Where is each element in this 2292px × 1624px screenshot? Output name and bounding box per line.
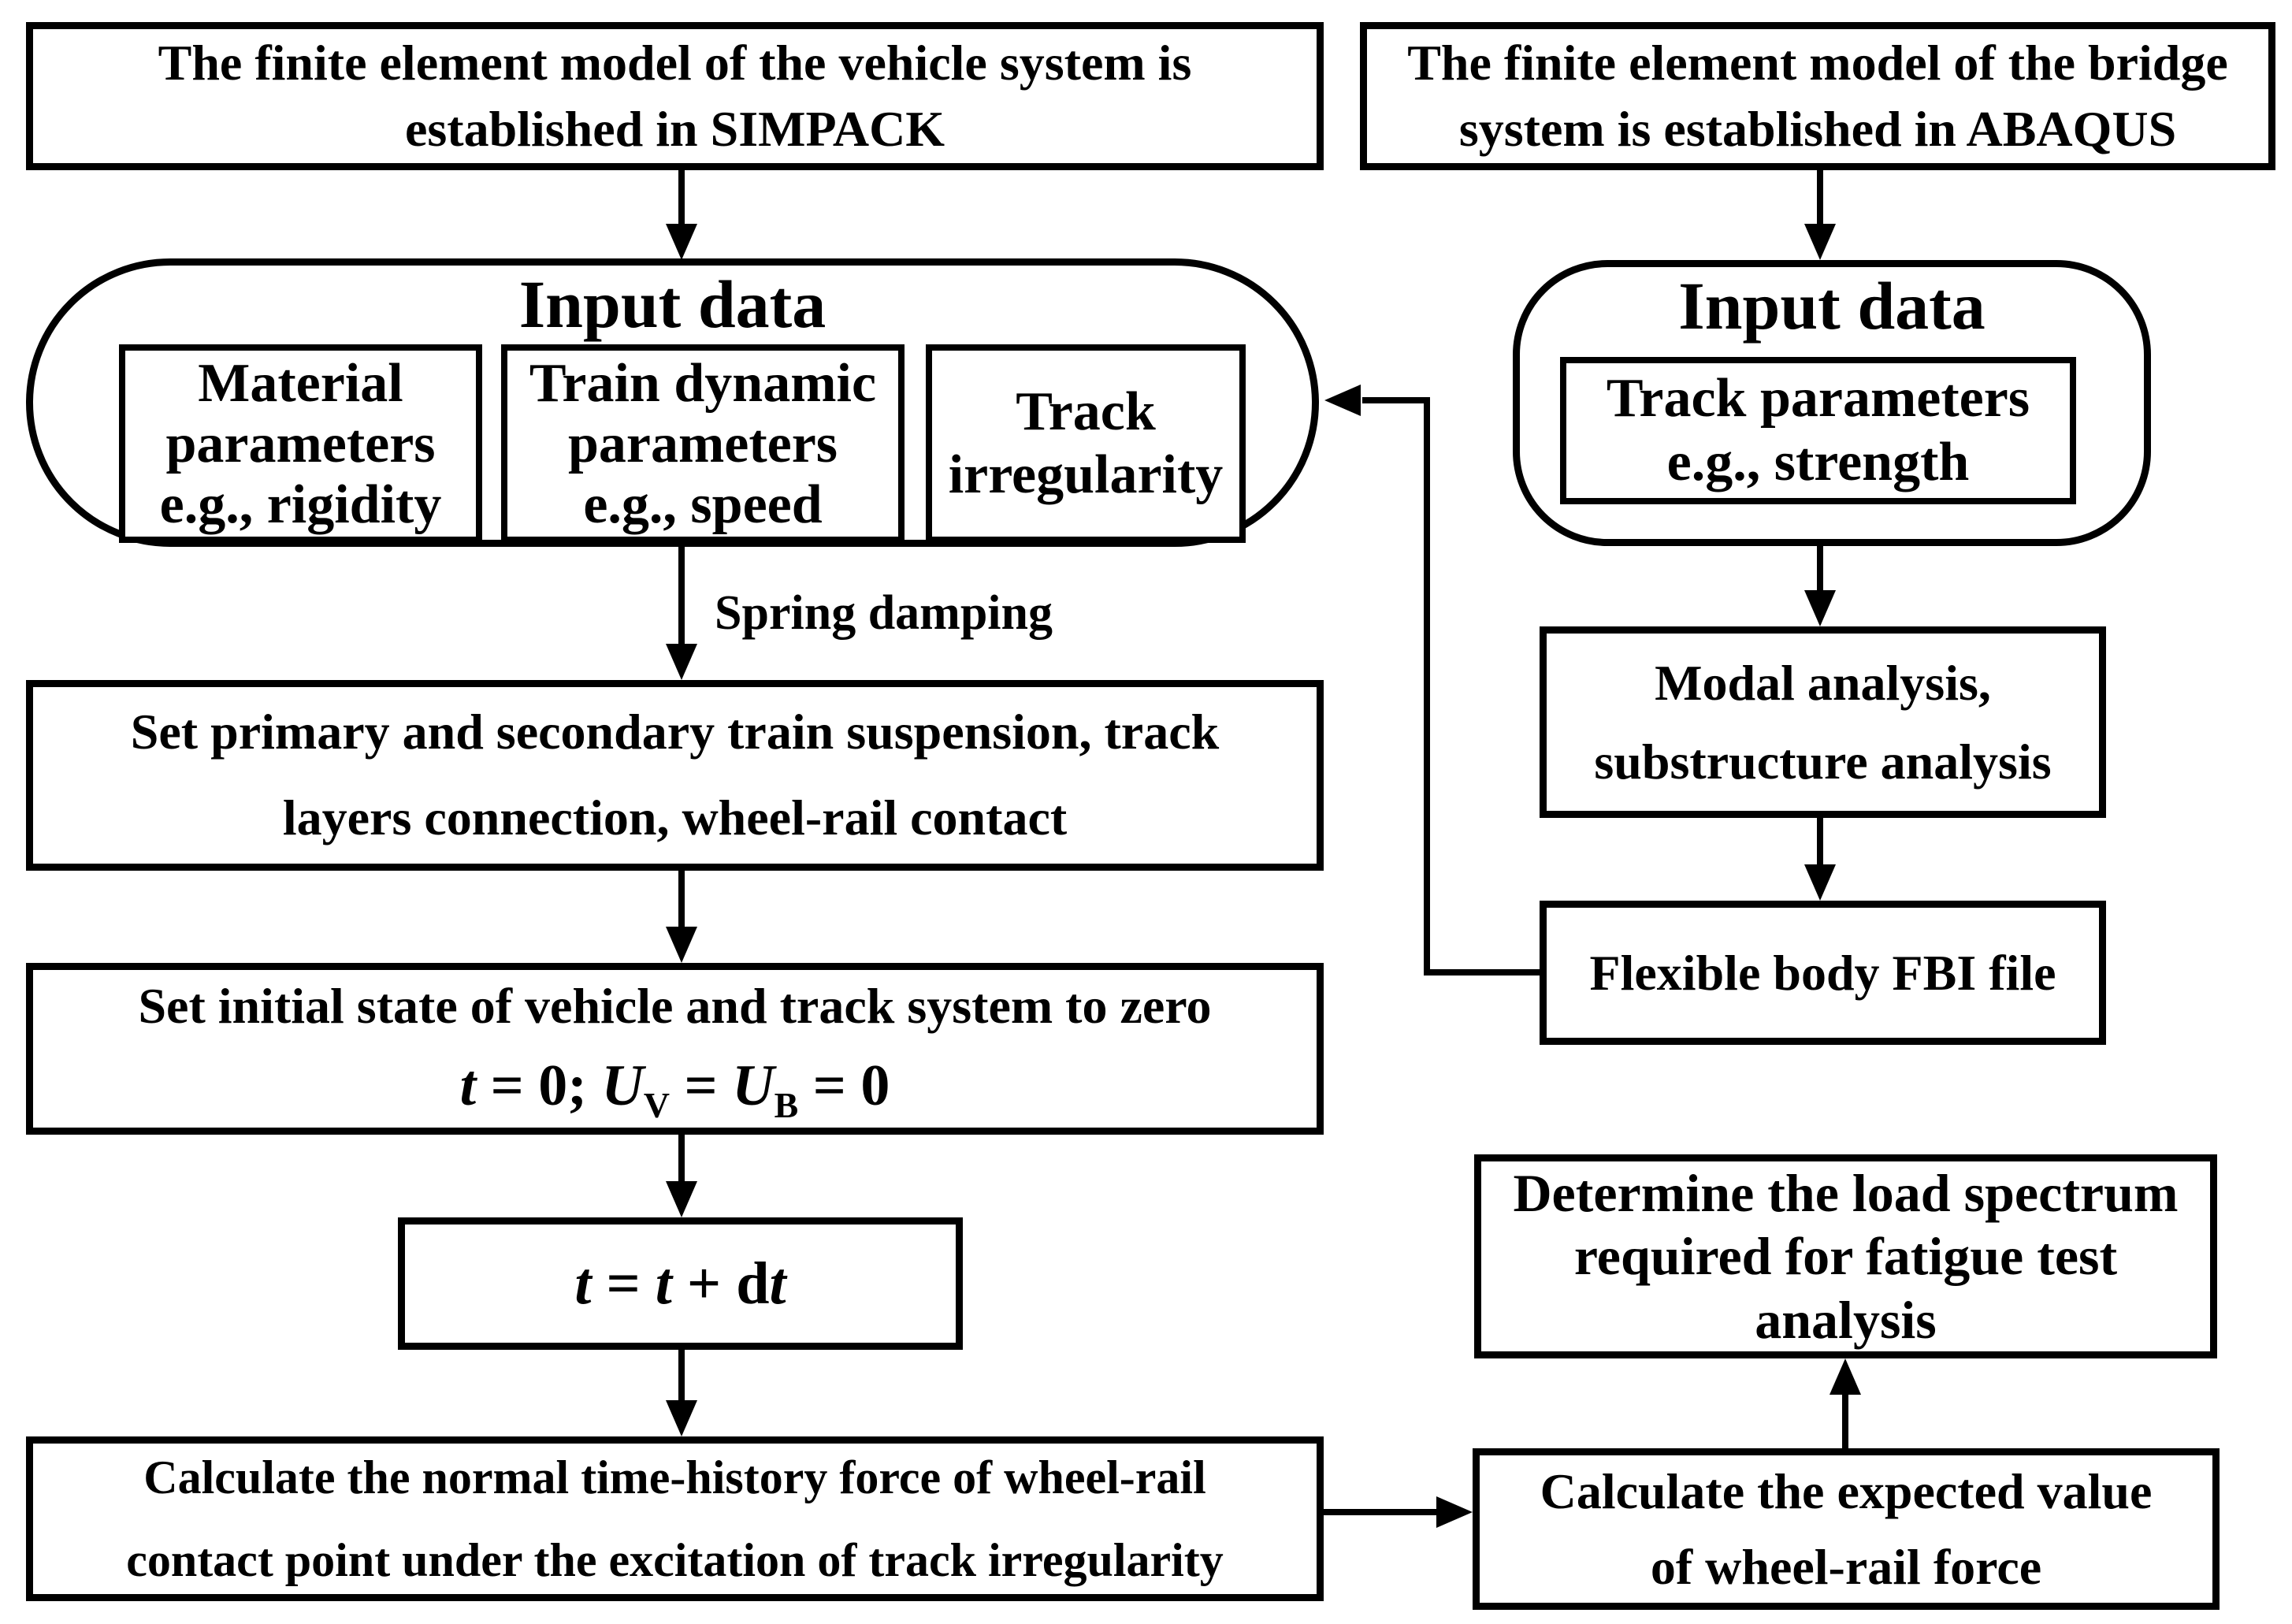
initial-state-formula: t = 0; UV = UB = 0 (459, 1054, 890, 1125)
arrowhead-calcexpected-to-determine (1830, 1358, 1861, 1395)
arrowhead-calcnormal-to-calcexpected (1436, 1496, 1473, 1528)
node-set-initial-state: Set initial state of vehicle and track s… (26, 963, 1324, 1135)
node-material-parameters: Material parameters e.g., rigidity (119, 344, 482, 543)
feedback-line-fbi-to-input-left (1362, 397, 1540, 976)
node-modal-analysis: Modal analysis, substructure analysis (1540, 626, 2106, 818)
node-vehicle-model: The finite element model of the vehicle … (26, 22, 1324, 170)
node-track-parameters: Track parameters e.g., strength (1560, 357, 2076, 504)
arrowhead-vehicle-to-input-left (666, 224, 697, 260)
node-bridge-model: The finite element model of the bridge s… (1360, 22, 2275, 170)
node-set-suspension: Set primary and secondary train suspensi… (26, 680, 1324, 871)
arrowhead-initial-to-timestep (666, 1181, 697, 1217)
arrowhead-suspension-to-initial (666, 927, 697, 963)
input-data-right-title: Input data (1678, 268, 1986, 344)
arrowhead-timestep-to-calcnormal (666, 1400, 697, 1436)
time-step-formula: t = t + dt (574, 1250, 786, 1317)
node-calc-expected-value: Calculate the expected value of wheel-ra… (1473, 1448, 2220, 1610)
arrowhead-input-right-to-modal (1804, 590, 1836, 626)
node-train-dynamic-parameters: Train dynamic parameters e.g., speed (501, 344, 905, 543)
node-flexible-body-fbi-file: Flexible body FBI file (1540, 901, 2106, 1045)
arrowhead-bridge-to-input-right (1804, 224, 1836, 260)
spring-damping-label: Spring damping (715, 586, 1053, 640)
node-time-step: t = t + dt (398, 1217, 963, 1350)
input-data-left-title: Input data (518, 266, 827, 342)
arrowhead-fbi-to-input-left (1324, 385, 1361, 416)
arrowhead-modal-to-fbi (1804, 864, 1836, 901)
arrowhead-input-left-to-suspension (666, 644, 697, 680)
node-track-irregularity: Track irregularity (926, 344, 1246, 543)
node-calc-normal-force: Calculate the normal time-history force … (26, 1436, 1324, 1601)
initial-state-text: Set initial state of vehicle and track s… (138, 978, 1212, 1035)
node-determine-load-spectrum: Determine the load spectrum required for… (1474, 1154, 2217, 1358)
